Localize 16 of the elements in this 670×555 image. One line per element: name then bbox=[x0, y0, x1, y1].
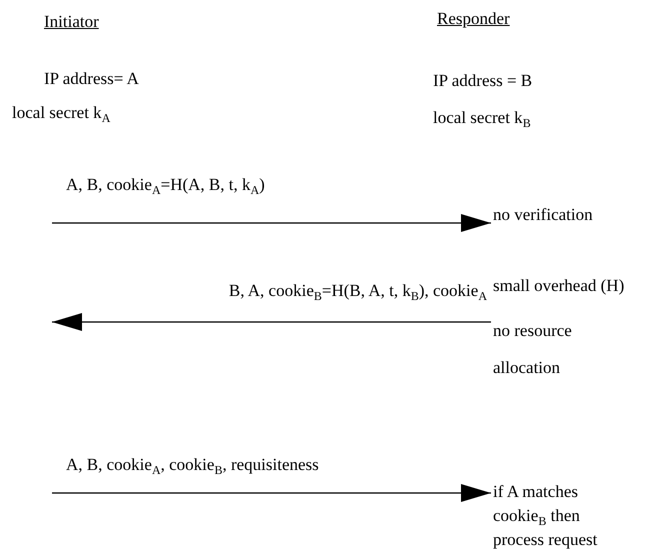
column-heading: Responder bbox=[437, 9, 510, 29]
address-text: IP address= A bbox=[44, 69, 139, 89]
note-text: no verification bbox=[493, 205, 593, 225]
column-heading: Initiator bbox=[44, 12, 99, 32]
note-text: no resource allocation bbox=[493, 320, 573, 379]
edge-label: B, A, cookie$_{B}$=H(B, A, t, k$_{B}$), cookie$_{A}$ bbox=[228, 281, 487, 301]
message-arrow bbox=[52, 214, 491, 232]
message-arrow bbox=[52, 313, 491, 331]
note-text: small overhead (H) bbox=[493, 276, 624, 296]
secret-text: local secret k$_{A}$ bbox=[12, 103, 110, 123]
message-arrow bbox=[52, 484, 491, 502]
note-text: if A matches cookie$_{B}$ then process request bbox=[493, 481, 598, 551]
edge-label: A, B, cookie$_{A}$=H(A, B, t, k$_{A}$) bbox=[66, 175, 265, 195]
edge-label: A, B, cookie$_{A}$, cookie$_{B}$, requisiteness bbox=[66, 455, 319, 475]
secret-text: local secret k$_{B}$ bbox=[433, 108, 531, 128]
address-text: IP address = B bbox=[433, 71, 532, 91]
